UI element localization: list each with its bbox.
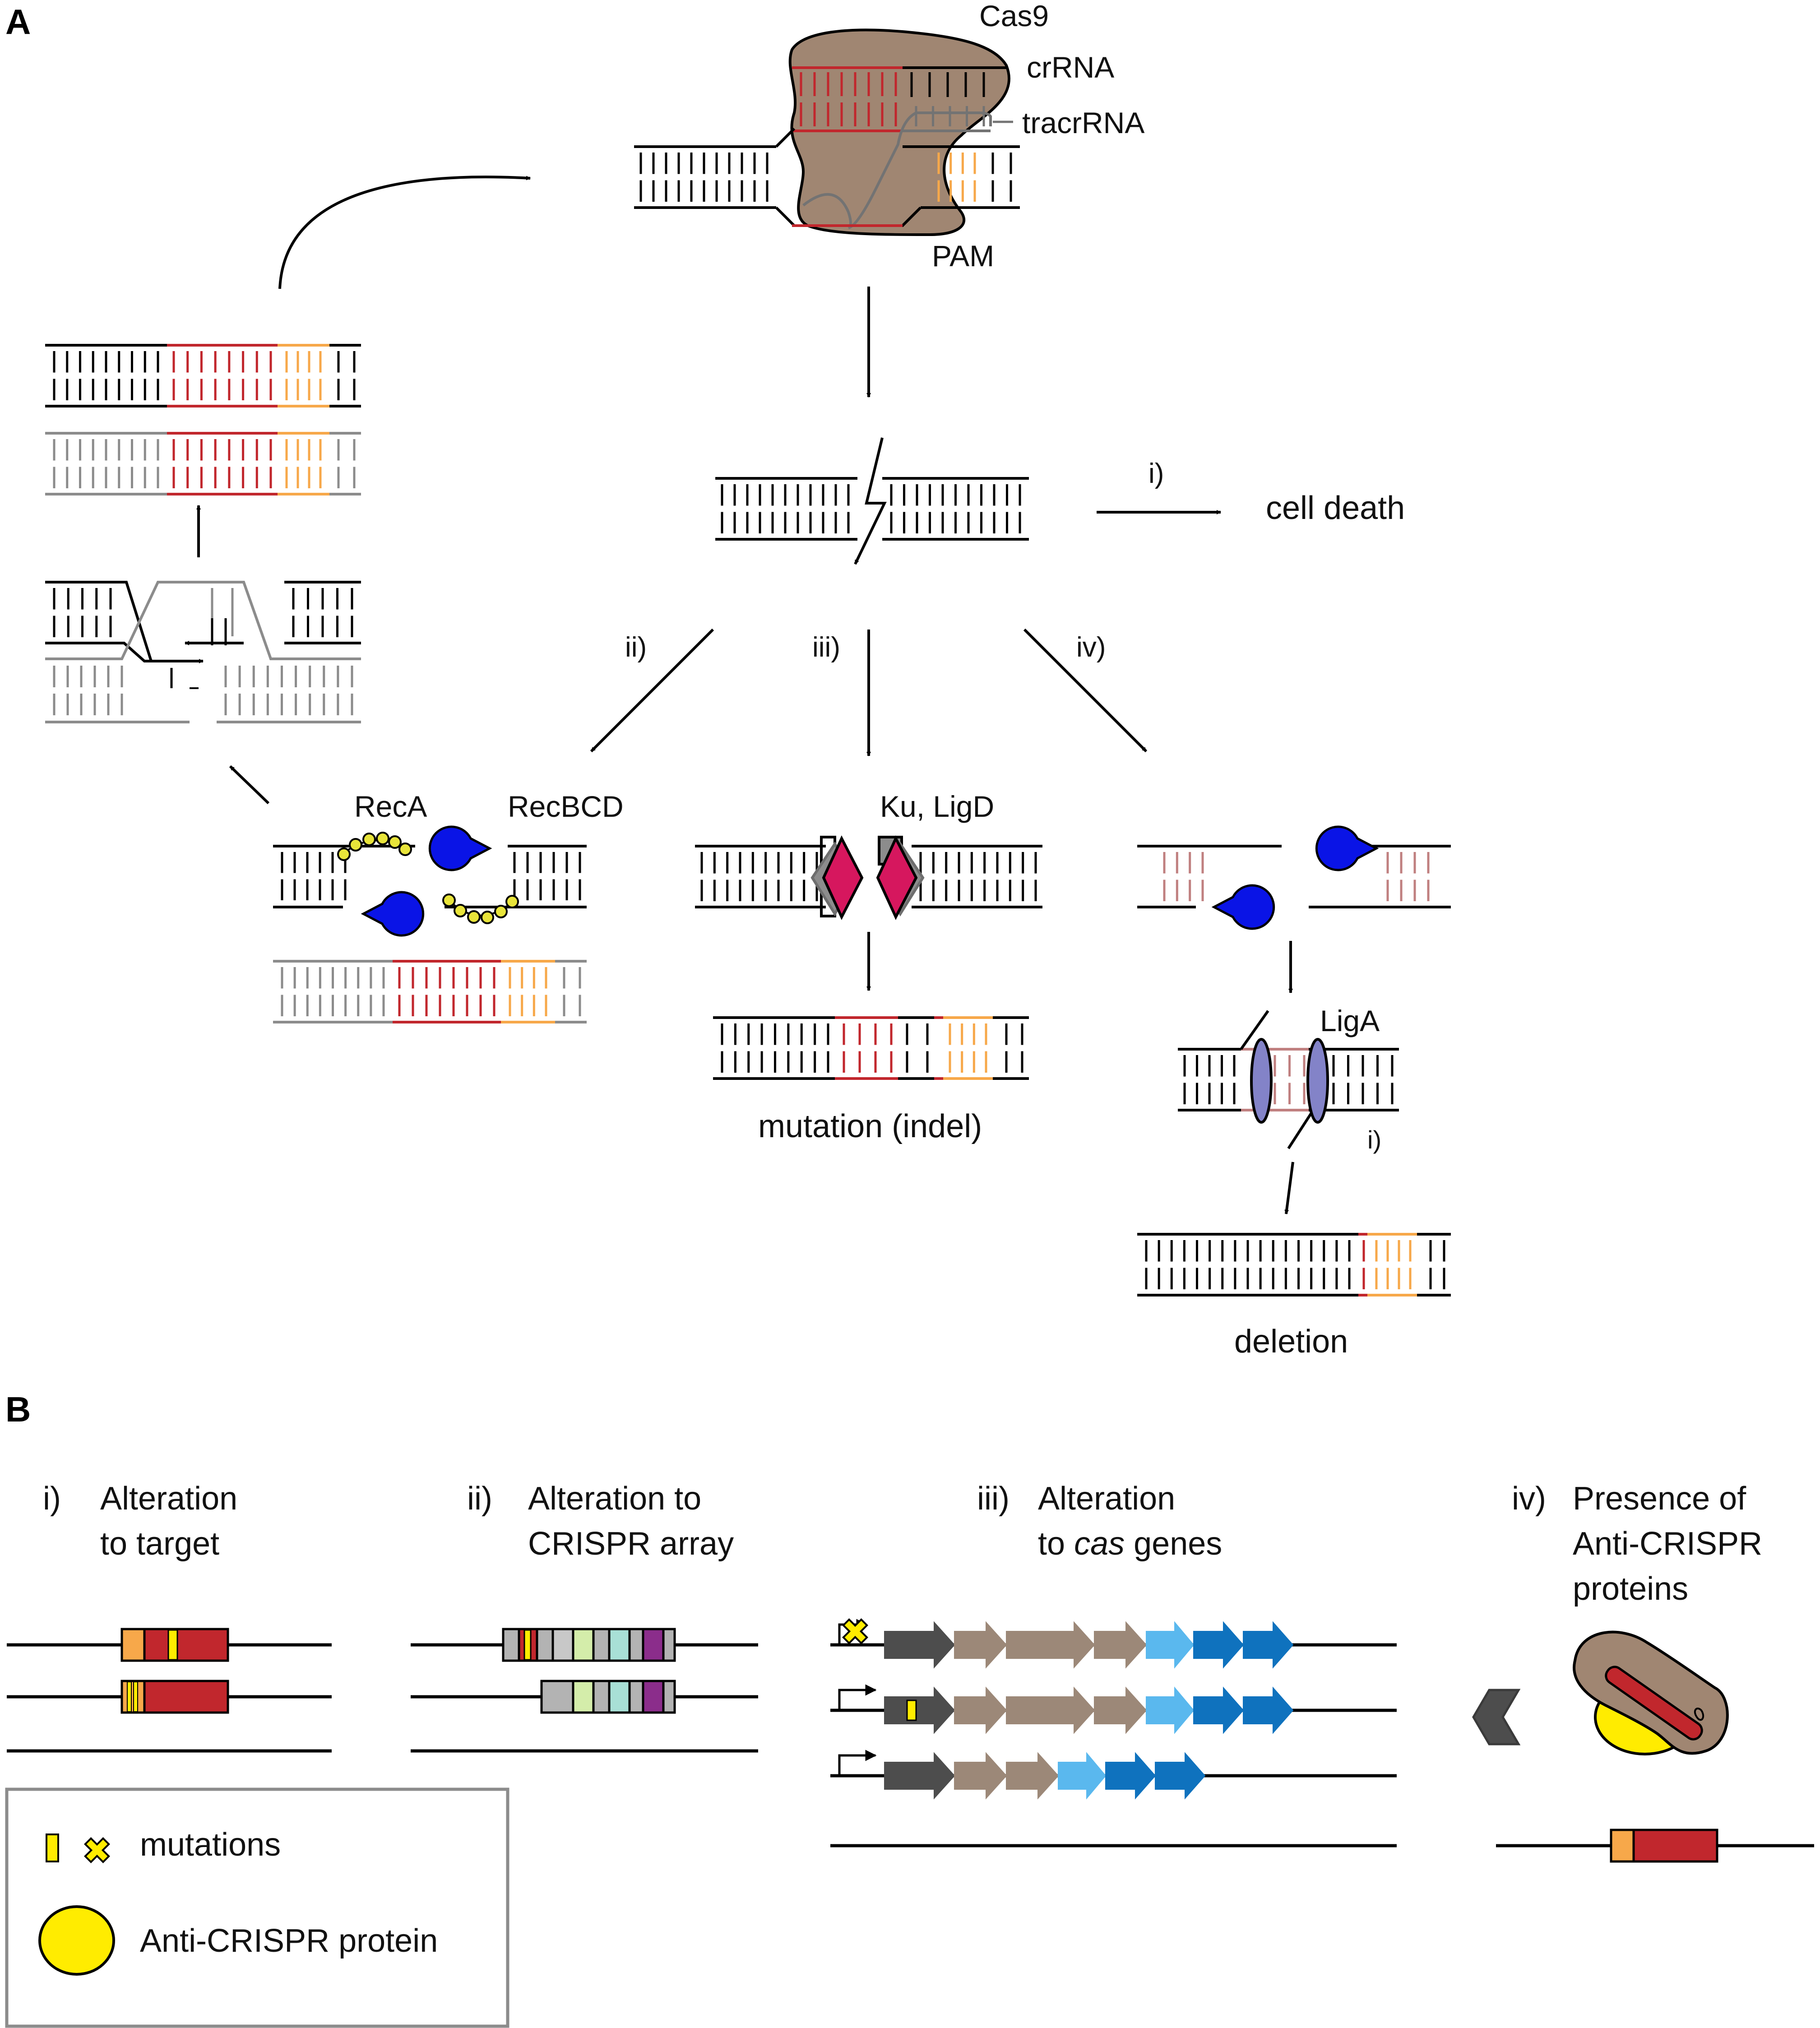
recbcd-bottom xyxy=(361,891,425,937)
panel-b-iv: iv) Presence of Anti-CRISPR proteins xyxy=(1472,1481,1814,1863)
exonuclease-left xyxy=(1211,884,1275,930)
label-reca: RecA xyxy=(354,790,427,823)
b-i-number: i) xyxy=(43,1481,61,1517)
cas-gene-arrow xyxy=(1006,1686,1095,1734)
cas-gene-arrow xyxy=(1243,1621,1294,1669)
nhej-repair: Ku, LigD mutation (indel) xyxy=(695,790,1042,1144)
dsdna-left-flank xyxy=(634,145,776,209)
reca-filament-top xyxy=(337,832,412,861)
cas-gene-arrow xyxy=(954,1621,1007,1669)
b-iii-title-line2: to cas genes xyxy=(1038,1526,1222,1562)
b-iii-number: iii) xyxy=(977,1481,1010,1517)
label-liga: LigA xyxy=(1320,1004,1380,1037)
panel-label-b: B xyxy=(5,1389,31,1429)
panel-b-i: i) Alteration to target xyxy=(7,1481,332,1753)
b-ii-title-line2: CRISPR array xyxy=(528,1526,734,1562)
pathway-i-label: i) xyxy=(1148,458,1164,489)
deletion-repair: LigA i) deletion xyxy=(1137,825,1451,1360)
cas-gene-arrow xyxy=(1146,1621,1195,1669)
cas-gene-arrows xyxy=(884,1621,1294,1800)
cas-gene-arrow xyxy=(1105,1752,1156,1800)
arrow-to-strand-invasion xyxy=(229,765,270,805)
b-iv-title-line2: Anti-CRISPR xyxy=(1573,1526,1762,1562)
label-ku-ligd: Ku, LigD xyxy=(880,790,994,823)
pathway-iv-label: iv) xyxy=(1076,632,1106,663)
inhibited-cas9-icon xyxy=(1573,1630,1729,1755)
cas-gene-arrow xyxy=(1006,1752,1059,1800)
label-tracrrna: tracrRNA xyxy=(1022,106,1144,139)
cas9-complex: Cas9 crRNA tracrRNA PAM xyxy=(634,0,1144,273)
cas-gene-arrow xyxy=(884,1686,955,1734)
recbcd-top xyxy=(428,825,492,871)
b-iv-title-line3: proteins xyxy=(1573,1571,1688,1607)
double-strand-break xyxy=(715,437,1029,565)
label-pam: PAM xyxy=(932,239,994,273)
panel-label-a: A xyxy=(5,2,31,42)
arrow-cycle-to-cas9 xyxy=(278,176,531,289)
reca-filament-bottom xyxy=(442,894,519,924)
cas9-protein xyxy=(788,28,1010,236)
b-i-title-line2: to target xyxy=(100,1526,219,1562)
legend-mutation-bar-icon xyxy=(46,1834,59,1862)
b-iv-number: iv) xyxy=(1512,1481,1546,1517)
liga-left xyxy=(1250,1038,1273,1124)
cas-gene-arrow xyxy=(884,1621,955,1669)
cas-gene-arrow xyxy=(1094,1686,1147,1734)
cas-gene-arrow xyxy=(1058,1752,1107,1800)
break-bolt xyxy=(854,437,887,565)
arrow-to-deletion xyxy=(1284,1162,1294,1214)
legend: mutations Anti-CRISPR protein xyxy=(5,1787,509,2028)
homologous-recombination: RecA RecBCD xyxy=(273,790,624,1023)
panel-b-ii: ii) Alteration to CRISPR array xyxy=(411,1481,758,1753)
ku-ligd-left xyxy=(822,835,864,920)
cas-gene-arrow xyxy=(884,1752,955,1800)
repaired-duplexes xyxy=(45,344,361,495)
anti-crispr-chevron-icon xyxy=(1472,1689,1521,1746)
legend-anti-crispr-label: Anti-CRISPR protein xyxy=(140,1923,438,1959)
strand-invasion xyxy=(45,581,361,723)
b-iii-title-line1: Alteration xyxy=(1038,1481,1175,1517)
exonuclease-right xyxy=(1315,825,1379,871)
panel-b-iii: iii) Alteration to cas genes xyxy=(830,1481,1397,1847)
cas-gene-arrow xyxy=(1193,1621,1244,1669)
liga-right xyxy=(1306,1038,1329,1124)
pathway-ii-label: ii) xyxy=(625,632,647,663)
b-iv-title-line1: Presence of xyxy=(1573,1481,1746,1517)
label-deletion: deletion xyxy=(1234,1324,1348,1360)
ku-ligd-right xyxy=(876,835,918,920)
cas-gene-arrow xyxy=(1146,1686,1195,1734)
legend-mutation-cross-icon xyxy=(84,1837,110,1863)
cas-gene-arrow xyxy=(1193,1686,1244,1734)
cell-death-label: cell death xyxy=(1266,490,1405,526)
legend-anti-crispr-icon xyxy=(38,1905,115,1976)
cas-gene-mutation xyxy=(906,1699,917,1721)
cas-gene-arrow xyxy=(1094,1621,1147,1669)
legend-mutations-label: mutations xyxy=(140,1827,281,1863)
label-crrna: crRNA xyxy=(1027,51,1114,84)
cas-gene-arrow xyxy=(1006,1621,1095,1669)
cas-gene-arrow xyxy=(954,1686,1007,1734)
b-ii-title-line1: Alteration to xyxy=(528,1481,701,1517)
pathway-iii-label: iii) xyxy=(812,632,840,663)
cas-gene-arrow xyxy=(954,1752,1007,1800)
promoter-mutation-icon xyxy=(842,1618,868,1644)
label-mutation-indel: mutation (indel) xyxy=(758,1108,982,1144)
label-liga-i: i) xyxy=(1367,1125,1381,1154)
cas-gene-arrow xyxy=(1155,1752,1206,1800)
arrow-pathway-iv xyxy=(1023,628,1148,753)
arrow-pathway-ii xyxy=(590,628,714,753)
b-ii-number: ii) xyxy=(467,1481,492,1517)
b-i-title-line1: Alteration xyxy=(100,1481,237,1517)
cas-gene-arrow xyxy=(1243,1686,1294,1734)
label-recbcd: RecBCD xyxy=(508,790,624,823)
label-cas9: Cas9 xyxy=(979,0,1049,32)
